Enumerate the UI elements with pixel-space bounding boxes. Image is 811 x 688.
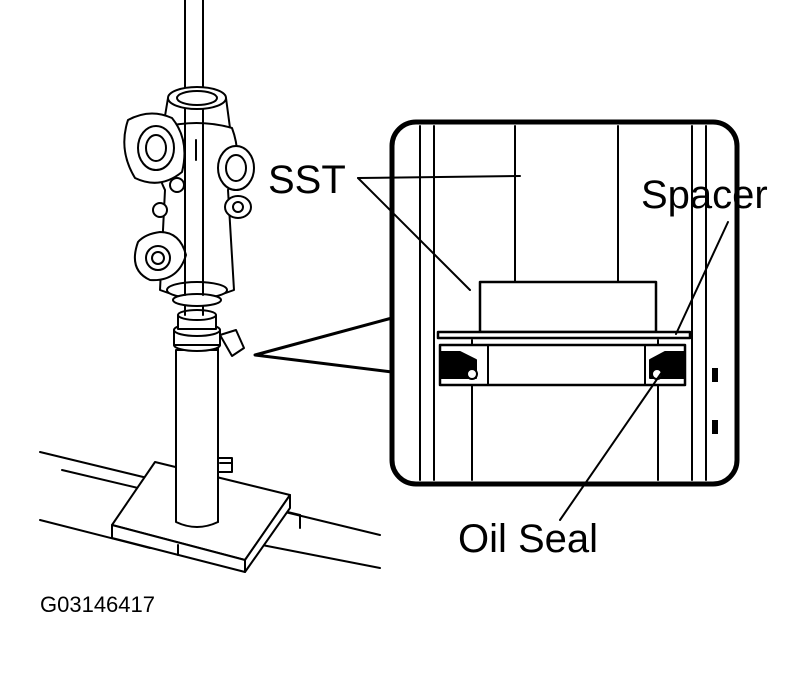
leader-lines: [357, 175, 729, 521]
spacer-label: Spacer: [641, 173, 768, 217]
figure-code: G03146417: [40, 592, 155, 617]
collar: [173, 309, 245, 357]
rack-housing-cylinder: [175, 344, 233, 528]
sst-label: SST: [268, 158, 346, 202]
gear-housing: [123, 86, 255, 307]
callout-wedge: [253, 316, 394, 374]
oil-seal-label: Oil Seal: [458, 517, 599, 561]
detail-inset: [389, 119, 740, 487]
